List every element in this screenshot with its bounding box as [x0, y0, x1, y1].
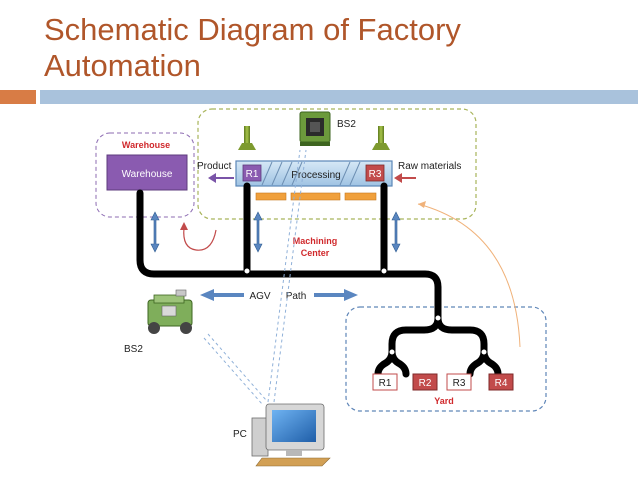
- transfer-arrows: [150, 211, 401, 253]
- raw-materials-arrow: [394, 173, 416, 183]
- yard-slot-r1: [372, 373, 398, 391]
- product-label: Product: [197, 161, 232, 172]
- agv-track: [136, 182, 502, 378]
- machine-slot-left: [242, 164, 262, 182]
- wireless-links: [203, 149, 307, 405]
- warehouse-region: [95, 132, 195, 218]
- return-arrow: [183, 227, 217, 251]
- machine-slot-right: [365, 164, 385, 182]
- machining-region: [197, 108, 477, 220]
- raw-materials-label: Raw materials: [398, 161, 461, 172]
- yard-slot-r2: [412, 373, 438, 391]
- agv-path-arrow-left: [200, 289, 244, 301]
- accent-bar: [0, 90, 36, 104]
- return-arrow-head: [180, 222, 188, 230]
- agv-path-arrow-right: [314, 289, 358, 301]
- chip-icon: [299, 111, 331, 146]
- yard-slot-r3: [446, 373, 472, 391]
- yard-slot-r4: [488, 373, 514, 391]
- machine-slot-right-label: R3: [369, 169, 382, 180]
- slide-title: Schematic Diagram of Factory Automation: [44, 12, 604, 84]
- pc-label: PC: [233, 429, 247, 440]
- product-arrow: [208, 173, 234, 183]
- agv-label: AGV: [249, 291, 270, 302]
- bs2-top-label: BS2: [337, 119, 356, 130]
- conveyor: [255, 192, 377, 201]
- agv-robot-icon: [147, 289, 193, 334]
- machining-center-line1: Machining: [293, 236, 338, 246]
- processing-label: Processing: [291, 170, 340, 181]
- indicator-lamp-icon: [238, 126, 256, 150]
- warehouse-region-label: Warehouse: [122, 140, 170, 150]
- yard-slot-r2-label: R2: [419, 378, 432, 389]
- path-label: Path: [286, 291, 307, 302]
- yard-region: [345, 306, 547, 412]
- warehouse-box: [106, 154, 188, 191]
- machine-slot-left-label: R1: [246, 169, 259, 180]
- warehouse-box-label: Warehouse: [122, 169, 173, 180]
- yard-slot-r3-label: R3: [453, 378, 466, 389]
- pc-icon: [251, 403, 331, 467]
- indicator-lamp-icon: [372, 126, 390, 150]
- divider-bar: [40, 90, 638, 104]
- robot-label: BS2: [124, 344, 143, 355]
- supply-arrow: [417, 203, 521, 348]
- yard-slot-r4-label: R4: [495, 378, 508, 389]
- machining-center-line2: Center: [301, 248, 330, 258]
- slide-title-line1: Schematic Diagram of Factory: [44, 12, 461, 47]
- slide-title-line2: Automation: [44, 48, 201, 83]
- supply-arrow-head: [418, 201, 426, 208]
- yard-label: Yard: [434, 396, 454, 406]
- track-nodes: [243, 267, 488, 356]
- yard-slot-r1-label: R1: [379, 378, 392, 389]
